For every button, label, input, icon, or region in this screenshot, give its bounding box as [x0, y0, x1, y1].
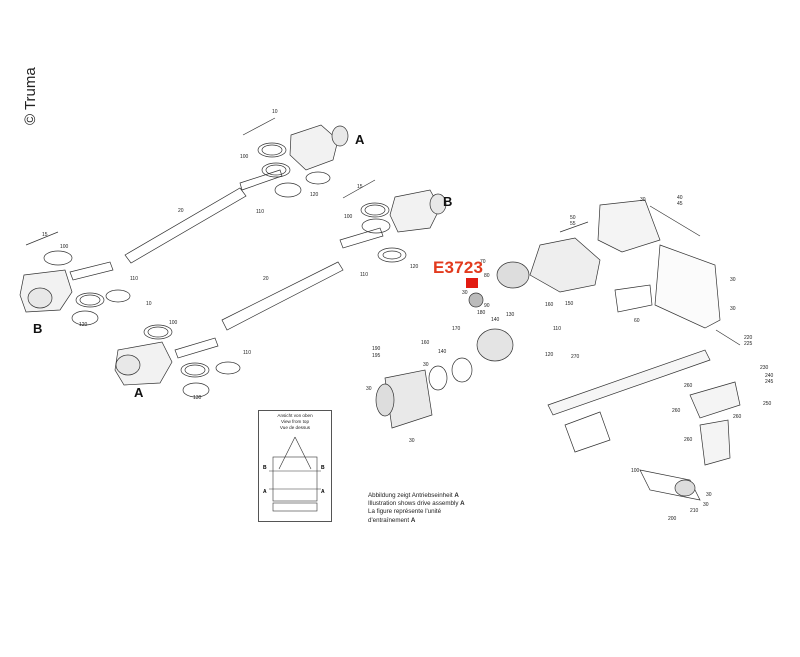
label-a-top: A [355, 132, 365, 147]
part-number: 30 [703, 502, 709, 508]
part-number-labels: 10 100 110 120 20 15 100 110 120 15 100 … [42, 109, 774, 522]
label-a-left: A [134, 385, 144, 400]
part-number: 250 [763, 401, 772, 407]
inset-label-a-2: A [321, 489, 325, 495]
part-number: 20 [263, 276, 269, 282]
part-number: 120 [79, 322, 88, 328]
part-number: 260 [733, 414, 742, 420]
part-number: 140 [438, 349, 447, 355]
part-number: 55 [570, 221, 576, 227]
part-number: 15 [357, 184, 363, 190]
part-number: 30 [423, 362, 429, 368]
part-number: 45 [677, 201, 683, 207]
part-number: 15 [42, 232, 48, 238]
part-number: 120 [410, 264, 419, 270]
part-number: 260 [672, 408, 681, 414]
part-number: 30 [640, 197, 646, 203]
part-number: 120 [545, 352, 554, 358]
drive-assembly-b-mid [339, 189, 447, 263]
part-number: 40 [677, 195, 683, 201]
inset-sketch: B B A A [263, 436, 325, 512]
part-number: 70 [480, 259, 486, 265]
part-number: 80 [484, 273, 490, 279]
shaft-20-upper [124, 187, 247, 264]
part-number: 210 [690, 508, 699, 514]
part-number: 110 [360, 272, 368, 278]
part-number: 110 [243, 350, 251, 356]
part-number: 100 [344, 214, 353, 220]
part-number: 220 [744, 335, 753, 341]
motor-parts-group [375, 237, 601, 429]
part-number: 30 [706, 492, 712, 498]
top-view-inset: Ansicht von oben View from top Vue de de… [258, 410, 332, 522]
part-number: 180 [477, 310, 486, 316]
part-number: 195 [372, 353, 381, 359]
part-number: 230 [760, 365, 769, 371]
inset-label-b-2: B [321, 465, 325, 471]
part-number: 150 [565, 301, 574, 307]
part-number: 90 [484, 303, 490, 309]
part-number: 30 [366, 386, 372, 392]
part-number: 20 [178, 208, 184, 214]
cover-housing [597, 199, 721, 329]
caption-line-fr: La figure représente l'unité [368, 508, 442, 516]
part-number: 110 [256, 209, 264, 215]
caption-line-de: Abbildung zeigt Antriebseinheit [368, 492, 455, 499]
caption-line-fr-2: d'entraînement [368, 516, 411, 524]
figure-caption: Abbildung zeigt Antriebseinheit A Illust… [368, 492, 465, 525]
shaft-20-lower [221, 261, 344, 331]
part-number: 140 [491, 317, 500, 323]
inset-title-fr: Vue de dessus [279, 425, 311, 430]
part-number: 10 [272, 109, 278, 115]
mounting-beam [547, 349, 741, 501]
part-number: 50 [570, 215, 576, 221]
highlighted-part-marker[interactable] [466, 278, 478, 288]
part-number: 160 [421, 340, 430, 346]
inset-title-de: Ansicht von oben [277, 413, 313, 418]
part-number: 100 [169, 320, 178, 326]
caption-bold-a: A [410, 516, 416, 524]
part-number: 30 [409, 438, 415, 444]
part-number: 30 [462, 290, 468, 296]
part-number: 260 [684, 383, 693, 389]
part-number: 120 [310, 192, 319, 198]
caption-bold-a: A [454, 492, 459, 499]
part-number: 130 [506, 312, 515, 318]
part-number: 260 [684, 437, 693, 443]
part-number: 160 [545, 302, 554, 308]
part-number: 100 [60, 244, 69, 250]
part-number: 225 [744, 341, 753, 347]
part-number: 100 [240, 154, 249, 160]
caption-line-en: Illustration shows drive assembly [368, 500, 461, 508]
part-number: 30 [730, 306, 736, 312]
drive-assembly-b-left [19, 250, 131, 326]
part-number: 270 [571, 354, 580, 360]
caption-bold-a: A [460, 500, 465, 508]
inset-title-en: View from top [281, 419, 309, 424]
highlighted-part-label[interactable]: E3723 [433, 258, 484, 277]
part-number: 30 [730, 277, 736, 283]
part-number: 190 [372, 346, 381, 352]
label-b-left: B [33, 321, 42, 336]
drive-assembly-a-top [239, 124, 349, 198]
part-number: 110 [130, 276, 138, 282]
part-number: 170 [452, 326, 461, 332]
drive-assembly-a-left [114, 324, 241, 398]
part-number: 100 [631, 468, 640, 474]
part-number: 240 [765, 373, 774, 379]
part-number: 60 [634, 318, 640, 324]
part-number: 200 [668, 516, 677, 522]
part-number: 110 [553, 326, 561, 332]
part-number: 245 [765, 379, 774, 385]
inset-label-b-1: B [263, 465, 267, 471]
part-number: 130 [193, 395, 202, 401]
inset-label-a-1: A [263, 489, 267, 495]
part-number: 10 [146, 301, 152, 307]
label-b-mid: B [443, 194, 452, 209]
